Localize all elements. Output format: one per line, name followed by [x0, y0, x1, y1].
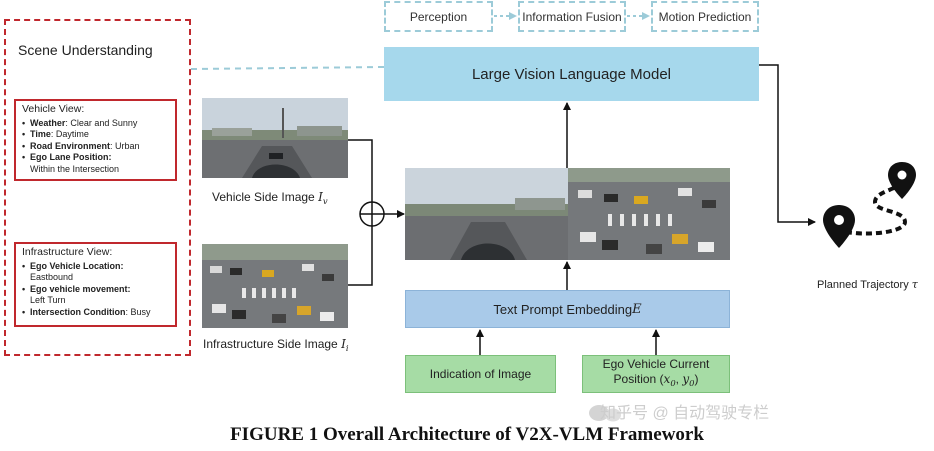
infrastructure-side-image — [202, 244, 348, 328]
watermark-text: 知乎号 @ 自动驾驶专栏 — [600, 405, 770, 422]
ego-vehicle-position-box: Ego Vehicle Current Position (x0, y0) — [582, 355, 730, 393]
ego-lane-item: Ego Lane Position: — [22, 152, 171, 164]
scene-understanding-panel — [4, 19, 191, 356]
scene-to-model-link — [190, 66, 385, 70]
ego-movement-detail: Left Turn — [30, 295, 66, 305]
model-to-trajectory-arrow — [759, 64, 816, 226]
information-fusion-box: Information Fusion — [518, 1, 626, 32]
perception-box: Perception — [384, 1, 493, 32]
text-prompt-embedding-box: Text Prompt Embedding E — [405, 290, 730, 328]
ego-movement-item: Ego vehicle movement: — [22, 284, 171, 296]
vehicle-view-heading: Vehicle View: — [22, 103, 85, 115]
ego-position-line1: Ego Vehicle Current — [602, 357, 710, 371]
road-environment-item: Road Environment: Urban — [22, 141, 171, 153]
wechat-logo-icon — [589, 405, 621, 422]
intersection-condition-item: Intersection Condition: Busy — [22, 307, 171, 319]
vehicle-image-wire — [348, 139, 373, 202]
large-vision-language-model-box: Large Vision Language Model — [384, 47, 759, 101]
trajectory-path — [845, 182, 908, 236]
weather-item: Weather: Clear and Sunny — [22, 118, 171, 130]
figure-caption: FIGURE 1 Overall Architecture of V2X-VLM… — [230, 424, 704, 445]
vehicle-view-box: Vehicle View: Weather: Clear and Sunny T… — [14, 99, 177, 181]
infrastructure-image-caption: Infrastructure Side Image Ii — [203, 337, 349, 353]
infrastructure-view-heading: Infrastructure View: — [22, 246, 113, 258]
ego-location-item: Ego Vehicle Location: — [22, 261, 171, 273]
merged-vehicle-image — [405, 168, 568, 260]
motion-prediction-box: Motion Prediction — [651, 1, 759, 32]
end-pin-icon — [888, 162, 916, 199]
indication-of-image-box: Indication of Image — [405, 355, 556, 393]
infrastructure-view-box: Infrastructure View: Ego Vehicle Locatio… — [14, 242, 177, 327]
merged-infrastructure-image — [568, 168, 730, 260]
ego-lane-detail: Within the Intersection — [30, 163, 120, 174]
ego-position-line2: Position (x0, y0) — [613, 372, 699, 388]
scene-understanding-title: Scene Understanding — [18, 42, 153, 58]
vehicle-image-caption: Vehicle Side Image Iv — [212, 190, 328, 206]
start-pin-icon — [823, 205, 855, 248]
vehicle-side-image — [202, 98, 348, 178]
time-item: Time: Daytime — [22, 129, 171, 141]
planned-trajectory-caption: Planned Trajectory τ — [817, 278, 918, 291]
ego-location-detail: Eastbound — [30, 272, 74, 282]
infra-image-wire — [348, 226, 373, 286]
